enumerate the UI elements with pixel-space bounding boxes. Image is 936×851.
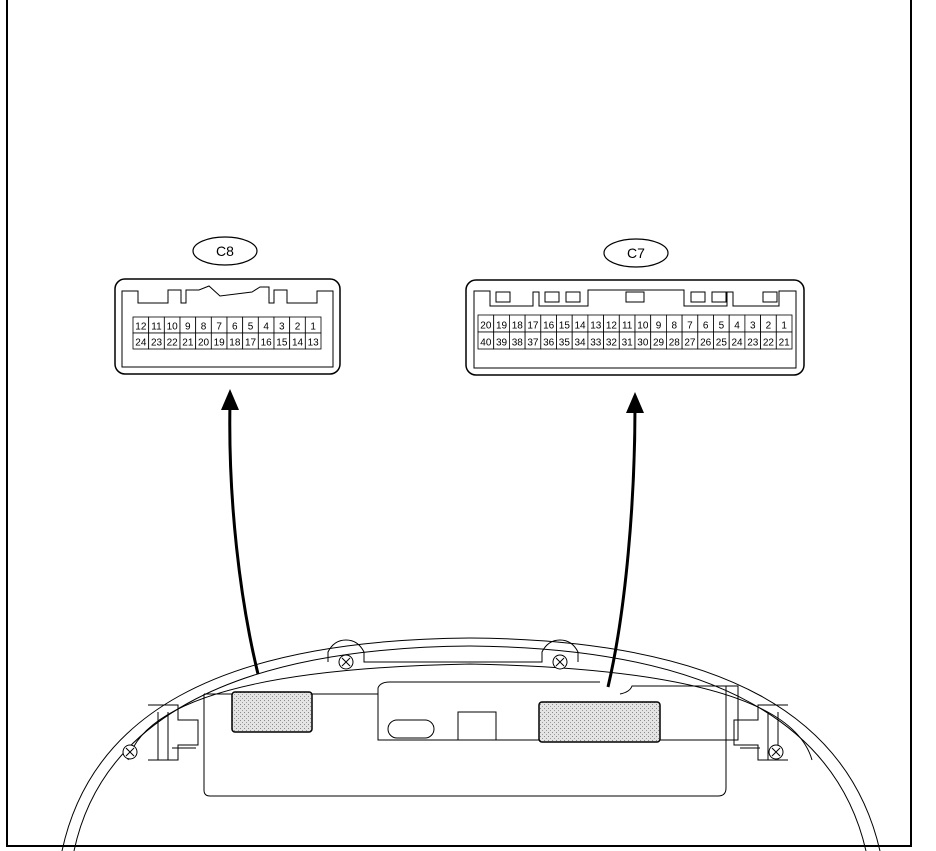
pin-number: 31 [622, 338, 634, 349]
pin-number: 23 [151, 338, 163, 349]
connector-c8-label: C8 [216, 243, 234, 259]
pin-number: 11 [151, 322, 162, 333]
pin-number: 24 [731, 338, 743, 349]
connector-c7-latch-window [544, 291, 560, 303]
pin-number: 32 [606, 338, 618, 349]
pin-number: 26 [700, 338, 712, 349]
pin-cell [304, 332, 322, 350]
connector-c8-label-oval [192, 236, 258, 266]
pin-number: 5 [719, 321, 725, 332]
pin-number: 10 [167, 322, 179, 333]
connector-c7-label: C7 [627, 245, 645, 261]
connector-c7-latch-window [762, 291, 778, 303]
pin-number: 20 [480, 321, 492, 332]
screw-icon [768, 744, 784, 760]
pin-number: 18 [512, 321, 524, 332]
pin-number: 1 [310, 322, 316, 333]
pin-number: 2 [295, 322, 301, 333]
pin-number: 19 [214, 338, 226, 349]
pin-cell [775, 331, 793, 350]
pin-number: 34 [574, 338, 586, 349]
screw-icon [552, 654, 568, 670]
pin-number: 3 [279, 322, 285, 333]
pin-number: 2 [766, 321, 772, 332]
pin-number: 40 [480, 338, 492, 349]
pin-number: 16 [261, 338, 273, 349]
pin-number: 23 [747, 338, 759, 349]
arrow-to-c8-head [221, 389, 239, 410]
pin-number: 28 [669, 338, 681, 349]
pin-number: 15 [559, 321, 571, 332]
pin-number: 24 [135, 338, 147, 349]
connector-c7-latch-window [711, 291, 727, 303]
pin-number: 18 [229, 338, 241, 349]
pin-number: 27 [684, 338, 696, 349]
pin-number: 17 [245, 338, 257, 349]
pin-number: 16 [543, 321, 555, 332]
pin-number: 12 [606, 321, 618, 332]
pin-number: 13 [308, 338, 320, 349]
arrow-to-c7 [606, 405, 637, 688]
pin-number: 37 [527, 338, 539, 349]
pin-number: 8 [671, 321, 677, 332]
pin-number: 22 [167, 338, 179, 349]
pin-number: 3 [750, 321, 756, 332]
pin-number: 10 [637, 321, 649, 332]
connector-c7-latch-window [565, 291, 581, 303]
connector-c7-latch-window [690, 291, 706, 303]
pin-number: 29 [653, 338, 665, 349]
pin-number: 5 [248, 322, 254, 333]
screw-icon [338, 654, 354, 670]
pin-number: 21 [182, 338, 194, 349]
pin-number: 14 [292, 338, 304, 349]
pin-number: 22 [763, 338, 775, 349]
pin-number: 11 [622, 321, 633, 332]
pin-number: 14 [574, 321, 586, 332]
meter-socket-c8 [231, 691, 313, 733]
pin-number: 12 [135, 322, 147, 333]
pin-number: 36 [543, 338, 555, 349]
pin-number: 1 [781, 321, 787, 332]
screw-icon [122, 744, 138, 760]
pin-number: 19 [496, 321, 508, 332]
pin-number: 6 [703, 321, 709, 332]
meter-rear-housing [61, 637, 881, 851]
connector-c7-latch-window [625, 291, 645, 303]
pin-number: 38 [512, 338, 524, 349]
pin-number: 17 [527, 321, 539, 332]
pin-number: 8 [201, 322, 207, 333]
pin-number: 6 [232, 322, 238, 333]
pin-number: 15 [276, 338, 288, 349]
pin-number: 20 [198, 338, 210, 349]
pin-number: 39 [496, 338, 508, 349]
pin-number: 25 [716, 338, 728, 349]
pin-number: 30 [637, 338, 649, 349]
pin-number: 21 [779, 338, 791, 349]
meter-socket-c7 [538, 701, 661, 743]
connector-c8-inner-outline [121, 285, 334, 368]
pin-number: 35 [559, 338, 571, 349]
connector-c7-latch-window [495, 291, 511, 303]
pin-number: 9 [185, 322, 191, 333]
connector-c7-inner-outline [473, 289, 797, 369]
arrow-to-c7-head [626, 392, 644, 413]
pin-number: 7 [687, 321, 693, 332]
pin-number: 33 [590, 338, 602, 349]
pin-number: 4 [263, 322, 269, 333]
connector-c7-label-oval [603, 238, 669, 268]
pin-number: 4 [734, 321, 740, 332]
arrow-to-c8 [228, 401, 260, 675]
pin-number: 9 [656, 321, 662, 332]
pin-number: 7 [216, 322, 222, 333]
pin-number: 13 [590, 321, 602, 332]
diagram-frame [6, 0, 912, 847]
